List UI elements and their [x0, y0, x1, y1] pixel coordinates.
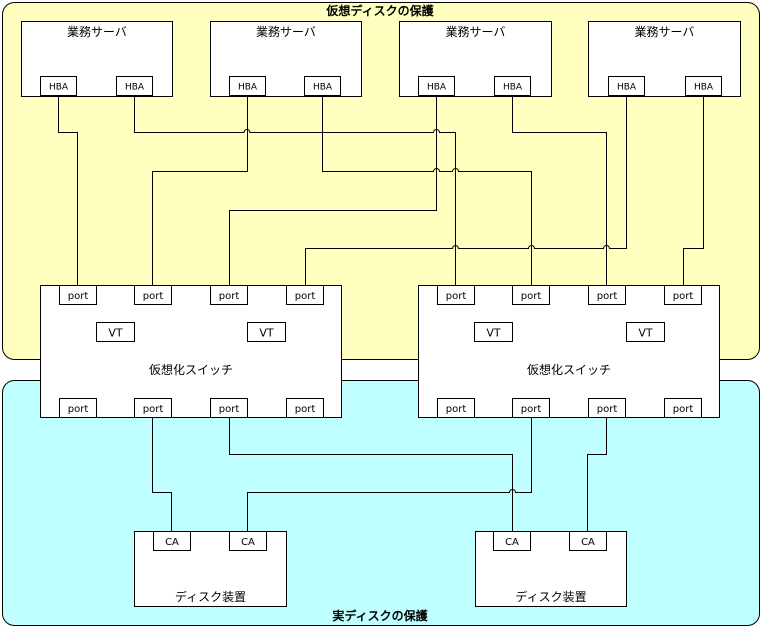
port-label: port	[68, 404, 89, 415]
hba-port	[494, 76, 531, 96]
link-s4h1-sw1p4	[305, 96, 627, 286]
connection-lines	[58, 96, 704, 532]
switch-box	[40, 285, 342, 418]
hba-label: HBA	[617, 83, 637, 93]
switch-box	[418, 285, 720, 418]
switch-top-port	[134, 285, 172, 305]
port-label: port	[521, 404, 542, 415]
server-label: 業務サーバ	[446, 25, 506, 39]
port-label: port	[68, 291, 89, 302]
ca-port	[153, 531, 191, 551]
hba-port	[229, 76, 266, 96]
ca-label: CA	[581, 537, 595, 548]
ca-port	[569, 531, 607, 551]
switch-bottom-port	[588, 398, 626, 418]
port-label: port	[597, 291, 618, 302]
hba-port	[608, 76, 645, 96]
vt-box	[626, 322, 665, 342]
hba-label: HBA	[49, 83, 69, 93]
port-label: port	[143, 291, 164, 302]
port-label: port	[673, 291, 694, 302]
disk-label: ディスク装置	[175, 589, 246, 604]
link-sw1b3-d2ca1	[229, 417, 513, 532]
port-label: port	[446, 291, 467, 302]
server-label: 業務サーバ	[67, 25, 127, 39]
port-label: port	[673, 404, 694, 415]
hba-port	[40, 76, 77, 96]
server-label: 業務サーバ	[256, 25, 316, 39]
switch-bottom-port	[210, 398, 248, 418]
port-label: port	[521, 291, 542, 302]
switch-bottom-port	[59, 398, 97, 418]
switch-bottom-port	[134, 398, 172, 418]
link-s2h1-sw1p2	[152, 96, 248, 286]
hba-label: HBA	[313, 83, 333, 93]
switch-top-port	[286, 285, 324, 305]
switch-top-port	[512, 285, 550, 305]
virtualization-switch-1: port port port port VT VT 仮想化スイッチ port p…	[40, 285, 342, 418]
switch-bottom-port	[512, 398, 550, 418]
vt-label: VT	[259, 327, 274, 340]
switch-label: 仮想化スイッチ	[149, 362, 233, 377]
link-s4h2-sw2p4	[683, 96, 704, 286]
hba-port	[304, 76, 341, 96]
link-sw2b2-d1ca2	[247, 417, 532, 532]
real-zone-label: 実ディスクの保護	[332, 608, 428, 623]
virtualization-switch-2: port port port port VT VT 仮想化スイッチ port p…	[418, 285, 720, 418]
port-label: port	[295, 291, 316, 302]
switch-top-port	[59, 285, 97, 305]
switch-label: 仮想化スイッチ	[527, 362, 611, 377]
vt-label: VT	[108, 327, 123, 340]
server-4: 業務サーバ HBA HBA	[588, 21, 741, 97]
link-s3h2-sw2p3	[512, 96, 607, 286]
hba-label: HBA	[125, 83, 145, 93]
vt-label: VT	[638, 327, 653, 340]
server-3: 業務サーバ HBA HBA	[399, 21, 552, 97]
link-s1h1-sw1p1	[58, 96, 78, 286]
switch-top-port	[437, 285, 475, 305]
disk-label: ディスク装置	[515, 589, 586, 604]
vt-box	[247, 322, 286, 342]
disk-unit-2: CA CA ディスク装置	[475, 531, 627, 607]
hba-port	[418, 76, 455, 96]
hba-label: HBA	[238, 83, 258, 93]
ca-label: CA	[241, 537, 255, 548]
port-label: port	[446, 404, 467, 415]
vt-box	[474, 322, 513, 342]
switch-bottom-port	[437, 398, 475, 418]
hba-label: HBA	[503, 83, 523, 93]
ca-port	[229, 531, 267, 551]
server-label: 業務サーバ	[635, 25, 695, 39]
ca-label: CA	[165, 537, 179, 548]
switch-top-port	[664, 285, 702, 305]
switch-bottom-port	[664, 398, 702, 418]
virtual-zone-label: 仮想ディスクの保護	[325, 3, 434, 18]
hba-label: HBA	[694, 83, 714, 93]
hba-port	[116, 76, 153, 96]
hba-label: HBA	[427, 83, 447, 93]
link-sw1b2-d1ca1	[152, 417, 172, 532]
port-label: port	[597, 404, 618, 415]
port-label: port	[295, 404, 316, 415]
ca-label: CA	[505, 537, 519, 548]
port-label: port	[219, 404, 240, 415]
disk-unit-1: CA CA ディスク装置	[134, 531, 287, 607]
hba-port	[685, 76, 722, 96]
switch-top-port	[210, 285, 248, 305]
vt-box	[96, 322, 135, 342]
port-label: port	[143, 404, 164, 415]
port-label: port	[219, 291, 240, 302]
ca-port	[493, 531, 531, 551]
link-sw2b3-d2ca2	[587, 417, 607, 532]
server-2: 業務サーバ HBA HBA	[210, 21, 362, 97]
server-1: 業務サーバ HBA HBA	[21, 21, 173, 97]
link-s3h1-sw1p3	[229, 96, 437, 286]
vt-label: VT	[486, 327, 501, 340]
switch-top-port	[588, 285, 626, 305]
link-s1h2-sw2p1	[134, 96, 456, 286]
link-s2h2-sw2p2	[322, 96, 532, 286]
switch-bottom-port	[286, 398, 324, 418]
